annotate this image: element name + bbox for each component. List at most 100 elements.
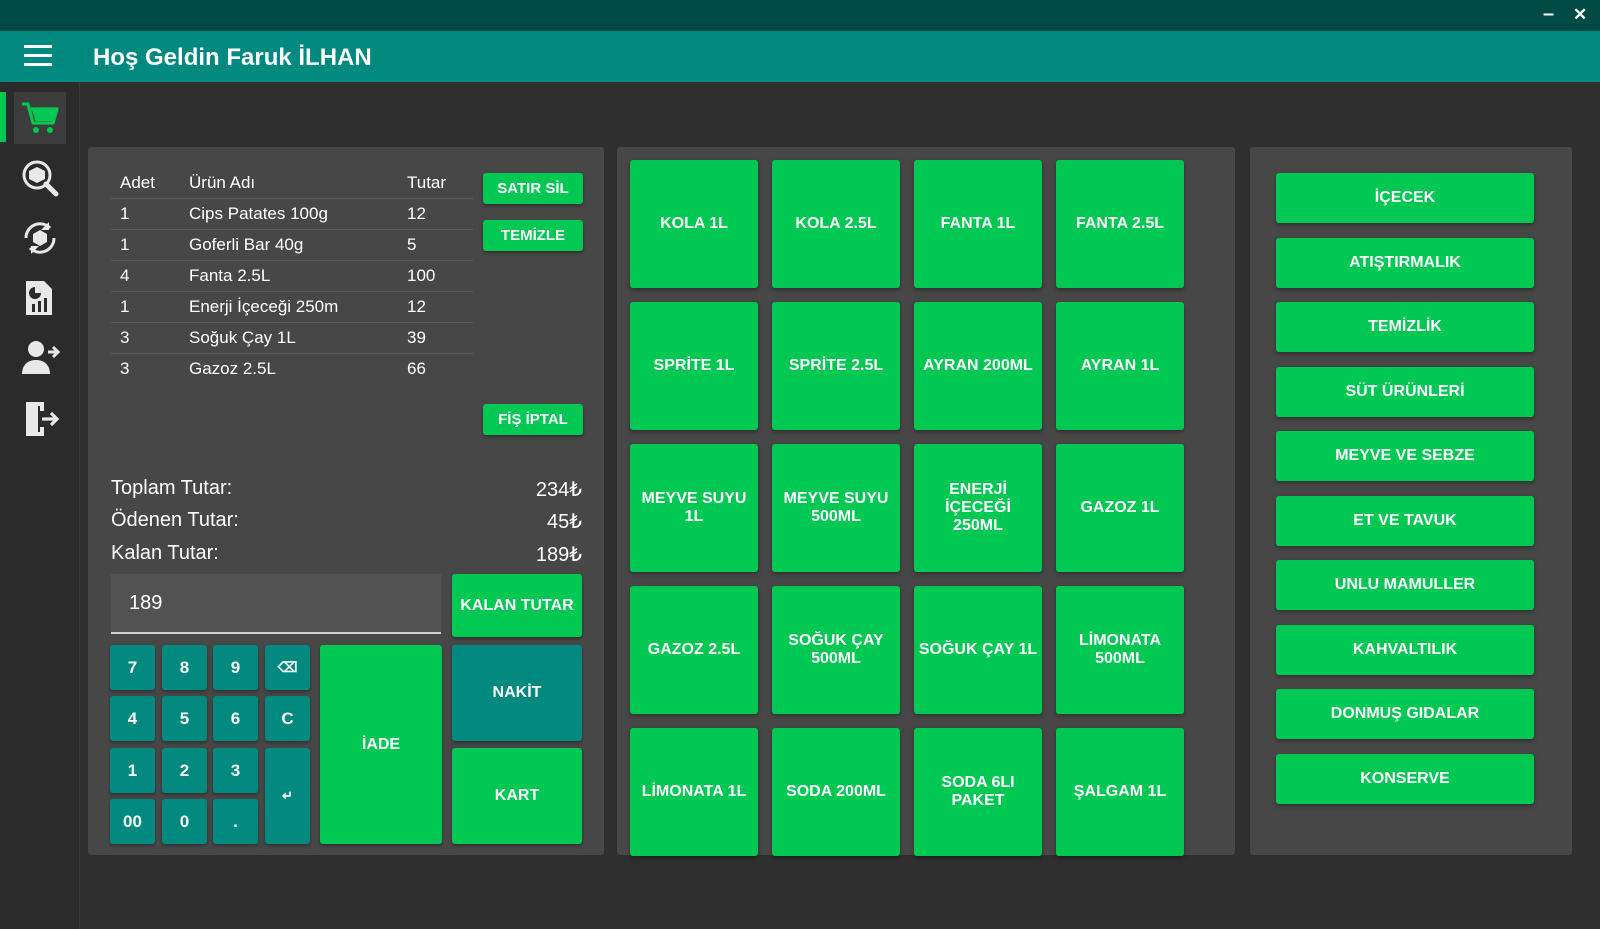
cart-icon	[22, 102, 59, 133]
clear-key[interactable]: C	[265, 696, 310, 741]
category-button[interactable]: KONSERVE	[1276, 754, 1534, 804]
minimize-icon[interactable]: –	[1543, 3, 1555, 25]
nakit-button[interactable]: NAKİT	[452, 645, 582, 741]
cell-product: Cips Patates 100g	[189, 198, 407, 230]
kalan-value: 189₺	[535, 544, 582, 566]
product-button[interactable]: ENERJİ İÇECEĞİ 250ML	[914, 444, 1042, 572]
product-button[interactable]: LİMONATA 500ML	[1056, 586, 1184, 714]
cell-amount: 12	[407, 198, 473, 230]
kalan-label: Kalan Tutar:	[111, 542, 219, 564]
product-button[interactable]: ŞALGAM 1L	[1056, 728, 1184, 856]
enter-key[interactable]: ↵	[265, 748, 310, 844]
cell-product: Goferli Bar 40g	[189, 229, 407, 261]
cell-amount: 100	[407, 260, 473, 292]
category-button[interactable]: SÜT ÜRÜNLERİ	[1276, 367, 1534, 417]
odenen-value: 45₺	[547, 511, 582, 533]
category-button[interactable]: UNLU MAMULLER	[1276, 560, 1534, 610]
cell-amount: 66	[407, 353, 473, 384]
product-button[interactable]: FANTA 2.5L	[1056, 160, 1184, 288]
product-button[interactable]: FANTA 1L	[914, 160, 1042, 288]
key-1[interactable]: 1	[110, 748, 155, 793]
kalan-tutar-button[interactable]: KALAN TUTAR	[452, 574, 582, 637]
category-button[interactable]: İÇECEK	[1276, 173, 1534, 223]
category-button[interactable]: ATIŞTIRMALIK	[1276, 238, 1534, 288]
cell-qty: 3	[111, 322, 189, 354]
backspace-key[interactable]: ⌫	[265, 645, 310, 690]
key-dot[interactable]: .	[213, 799, 258, 844]
category-button[interactable]: KAHVALTILIK	[1276, 625, 1534, 675]
fis-iptal-button[interactable]: FİŞ İPTAL	[483, 404, 583, 435]
cell-amount: 39	[407, 322, 473, 354]
category-button[interactable]: MEYVE VE SEBZE	[1276, 431, 1534, 481]
app-header: Hoş Geldin Faruk İLHAN	[0, 31, 1600, 82]
cell-qty: 1	[111, 291, 189, 323]
toplam-label: Toplam Tutar:	[111, 477, 233, 499]
product-button[interactable]: AYRAN 1L	[1056, 302, 1184, 430]
product-button[interactable]: SODA 6LI PAKET	[914, 728, 1042, 856]
key-9[interactable]: 9	[213, 645, 258, 690]
sidebar	[0, 82, 80, 929]
product-button[interactable]: GAZOZ 1L	[1056, 444, 1184, 572]
key-5[interactable]: 5	[162, 696, 207, 741]
column-header: Tutar	[407, 173, 447, 192]
product-button[interactable]: SPRİTE 2.5L	[772, 302, 900, 430]
category-button[interactable]: TEMİZLİK	[1276, 302, 1534, 352]
logout-icon	[26, 402, 60, 436]
product-button[interactable]: SOĞUK ÇAY 1L	[914, 586, 1042, 714]
odenen-label: Ödenen Tutar:	[111, 509, 239, 531]
sidebar-item-product-search[interactable]	[14, 152, 66, 204]
sidebar-item-add-user[interactable]	[14, 332, 66, 384]
cell-amount: 12	[407, 291, 473, 323]
product-button[interactable]: MEYVE SUYU 1L	[630, 444, 758, 572]
cell-product: Gazoz 2.5L	[189, 353, 407, 384]
key-8[interactable]: 8	[162, 645, 207, 690]
title-bar: – ✕	[0, 0, 1600, 31]
column-header: Adet	[120, 173, 155, 192]
key-7[interactable]: 7	[110, 645, 155, 690]
product-button[interactable]: SODA 200ML	[772, 728, 900, 856]
product-search-icon	[22, 160, 59, 197]
close-icon[interactable]: ✕	[1573, 5, 1588, 24]
amount-input[interactable]	[111, 574, 441, 634]
toplam-value: 234₺	[535, 479, 582, 501]
cell-qty: 1	[111, 229, 189, 261]
product-button[interactable]: MEYVE SUYU 500ML	[772, 444, 900, 572]
product-button[interactable]: SOĞUK ÇAY 500ML	[772, 586, 900, 714]
key-4[interactable]: 4	[110, 696, 155, 741]
sidebar-item-reports[interactable]	[14, 272, 66, 324]
iade-button[interactable]: İADE	[320, 645, 442, 844]
product-button[interactable]: GAZOZ 2.5L	[630, 586, 758, 714]
key-6[interactable]: 6	[213, 696, 258, 741]
key-3[interactable]: 3	[213, 748, 258, 793]
menu-icon[interactable]	[24, 45, 52, 67]
product-button[interactable]: AYRAN 200ML	[914, 302, 1042, 430]
cell-qty: 1	[111, 198, 189, 230]
product-button[interactable]: LİMONATA 1L	[630, 728, 758, 856]
cell-amount: 5	[407, 229, 473, 261]
active-indicator	[0, 92, 6, 142]
kart-button[interactable]: KART	[452, 748, 582, 844]
category-button[interactable]: DONMUŞ GIDALAR	[1276, 689, 1534, 739]
temizle-button[interactable]: TEMİZLE	[483, 220, 583, 251]
key-2[interactable]: 2	[162, 748, 207, 793]
sidebar-item-sales[interactable]	[14, 92, 66, 144]
welcome-title: Hoş Geldin Faruk İLHAN	[93, 44, 372, 71]
order-table-header: Adet Ürün Adı Tutar	[111, 168, 473, 199]
category-button[interactable]: ET VE TAVUK	[1276, 496, 1534, 546]
key-0[interactable]: 0	[162, 799, 207, 844]
sidebar-item-logout[interactable]	[14, 392, 66, 444]
cell-product: Fanta 2.5L	[189, 260, 407, 292]
satir-sil-button[interactable]: SATIR SİL	[483, 173, 583, 204]
product-button[interactable]: SPRİTE 1L	[630, 302, 758, 430]
product-button[interactable]: KOLA 2.5L	[772, 160, 900, 288]
product-button[interactable]: KOLA 1L	[630, 160, 758, 288]
cell-product: Enerji İçeceği 250m	[189, 291, 407, 323]
key-00[interactable]: 00	[110, 799, 155, 844]
sidebar-item-product-update[interactable]	[14, 212, 66, 264]
